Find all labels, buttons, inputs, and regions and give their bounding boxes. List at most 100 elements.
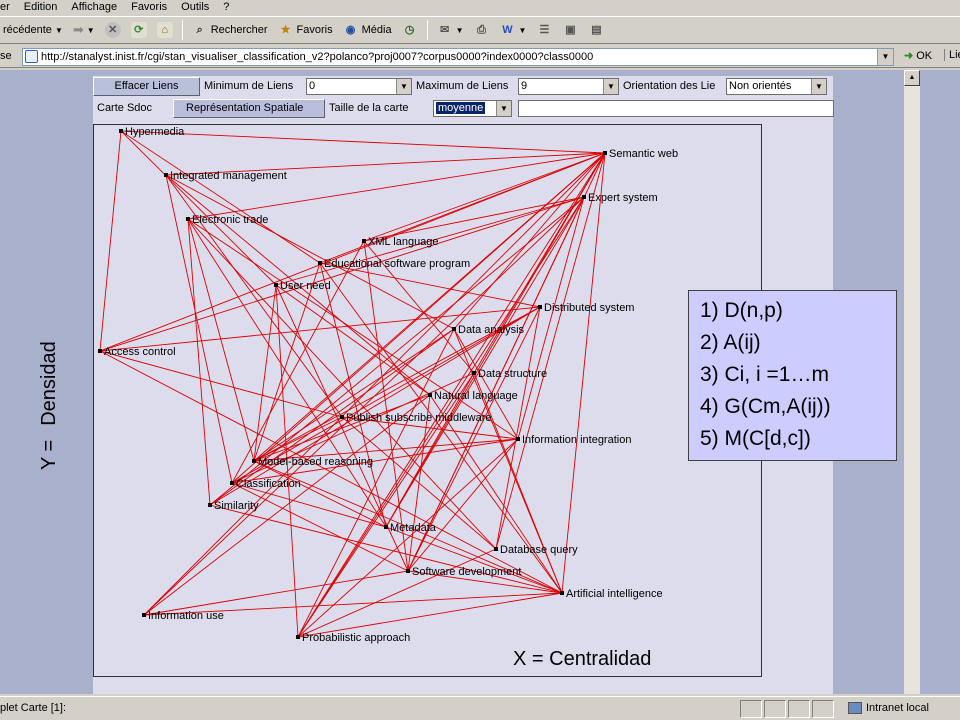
back-label: récédente	[3, 24, 52, 36]
node-label-data_structure[interactable]: Data structure	[478, 368, 547, 380]
node-marker-model_based_reasoning[interactable]	[252, 459, 256, 463]
node-marker-metadata[interactable]	[384, 525, 388, 529]
search-button[interactable]: ⌕ Rechercher	[189, 19, 271, 41]
min-links-select[interactable]: 0 ▼	[306, 77, 412, 95]
scroll-up-button[interactable]: ▲	[904, 70, 920, 86]
node-label-semantic_web[interactable]: Semantic web	[609, 148, 678, 160]
discuss-button[interactable]: ☰	[533, 19, 555, 41]
menu-item-help[interactable]: ?	[223, 1, 230, 13]
node-marker-user_need[interactable]	[274, 283, 278, 287]
history-button[interactable]: ◷	[399, 19, 421, 41]
node-marker-publish_subscribe_middleware[interactable]	[340, 415, 344, 419]
node-marker-expert_system[interactable]	[582, 195, 586, 199]
edge-access_control-semantic_web	[99, 152, 606, 352]
address-input[interactable]: http://stanalyst.inist.fr/cgi/stan_visua…	[22, 48, 894, 66]
menu-item-edit[interactable]: Edition	[23, 1, 58, 13]
node-label-educational_software_program[interactable]: Educational software program	[324, 258, 470, 270]
node-marker-integrated_management[interactable]	[164, 173, 168, 177]
node-label-similarity[interactable]: Similarity	[214, 500, 259, 512]
research-button[interactable]: ▤	[585, 19, 607, 41]
node-marker-access_control[interactable]	[98, 349, 102, 353]
node-marker-database_query[interactable]	[494, 547, 498, 551]
go-button[interactable]: ➜ OK	[904, 49, 932, 63]
node-marker-information_integration[interactable]	[516, 437, 520, 441]
edge-electronic_trade-similarity	[187, 218, 211, 506]
node-label-probabilistic_approach[interactable]: Probabilistic approach	[302, 632, 410, 644]
media-label: Média	[361, 24, 392, 36]
menu-item-file[interactable]: er	[0, 1, 10, 13]
node-label-model_based_reasoning[interactable]: Model-based reasoning	[258, 456, 373, 468]
home-button[interactable]: ⌂	[154, 19, 176, 41]
node-label-metadata[interactable]: Metadata	[390, 522, 437, 534]
node-marker-similarity[interactable]	[208, 503, 212, 507]
node-marker-data_structure[interactable]	[472, 371, 476, 375]
max-links-select[interactable]: 9 ▼	[518, 77, 619, 95]
node-label-information_integration[interactable]: Information integration	[522, 434, 631, 446]
print-button[interactable]: ⎙	[471, 19, 493, 41]
menu-item-view[interactable]: Affichage	[71, 1, 118, 13]
node-marker-hypermedia[interactable]	[119, 129, 123, 133]
vertical-scrollbar[interactable]: ▲	[904, 70, 920, 694]
media-button[interactable]: ◉ Média	[340, 19, 395, 41]
node-label-software_development[interactable]: Software development	[412, 566, 521, 578]
map-size-dropdown-icon[interactable]: ▼	[496, 100, 511, 116]
tab-representation-spatiale[interactable]: Représentation Spatiale	[173, 98, 325, 118]
menu-item-tools[interactable]: Outils	[181, 1, 210, 13]
min-links-dropdown-icon[interactable]: ▼	[396, 78, 411, 94]
node-label-information_use[interactable]: Information use	[148, 610, 224, 622]
edge-probabilistic_approach-artificial_intelligence	[297, 592, 563, 638]
clear-links-button[interactable]: Effacer Liens	[93, 76, 200, 96]
node-label-integrated_management[interactable]: Integrated management	[170, 170, 287, 182]
node-marker-xml_language[interactable]	[362, 239, 366, 243]
print-icon: ⎙	[477, 24, 486, 36]
refresh-button[interactable]: ⟳	[128, 19, 150, 41]
node-label-hypermedia[interactable]: Hypermedia	[125, 126, 185, 138]
node-label-distributed_system[interactable]: Distributed system	[544, 302, 634, 314]
forward-button[interactable]: ➡ ▼	[70, 19, 98, 41]
node-label-database_query[interactable]: Database query	[500, 544, 578, 556]
back-button[interactable]: récédente ▼	[0, 19, 66, 41]
back-dropdown-icon[interactable]: ▼	[54, 25, 63, 35]
map-size-select[interactable]: moyenne ▼	[433, 99, 512, 117]
map-text-field[interactable]	[518, 99, 834, 117]
node-marker-information_use[interactable]	[142, 613, 146, 617]
node-label-data_analysis[interactable]: Data analysis	[458, 324, 525, 336]
node-marker-educational_software_program[interactable]	[318, 261, 322, 265]
orientation-select[interactable]: Non orientés ▼	[726, 77, 827, 95]
node-label-electronic_trade[interactable]: Electronic trade	[192, 214, 268, 226]
node-label-classification[interactable]: Classification	[236, 478, 301, 490]
node-marker-classification[interactable]	[230, 481, 234, 485]
node-marker-data_analysis[interactable]	[452, 327, 456, 331]
max-links-dropdown-icon[interactable]: ▼	[603, 78, 618, 94]
tab-carte-sdoc[interactable]: Carte Sdoc	[97, 101, 153, 114]
stop-button[interactable]: ✕	[102, 19, 124, 41]
node-label-xml_language[interactable]: XML language	[368, 236, 439, 248]
orientation-dropdown-icon[interactable]: ▼	[811, 78, 826, 94]
node-marker-software_development[interactable]	[406, 569, 410, 573]
links-button[interactable]: Lie	[944, 49, 960, 61]
node-label-natural_language[interactable]: Natural language	[434, 390, 518, 402]
edge-distributed_system-similarity	[209, 306, 541, 506]
edge-classification-software_development	[231, 482, 409, 572]
edit-button[interactable]: W ▼	[497, 19, 530, 41]
node-marker-natural_language[interactable]	[428, 393, 432, 397]
node-label-expert_system[interactable]: Expert system	[588, 192, 658, 204]
mail-button[interactable]: ✉ ▼	[434, 19, 467, 41]
node-label-access_control[interactable]: Access control	[104, 346, 176, 358]
node-marker-electronic_trade[interactable]	[186, 217, 190, 221]
menu-item-favorites[interactable]: Favoris	[131, 1, 168, 13]
node-marker-distributed_system[interactable]	[538, 305, 542, 309]
edge-integrated_management-natural_language	[165, 174, 431, 396]
edge-information_integration-probabilistic_approach	[297, 438, 519, 638]
address-dropdown-icon[interactable]: ▼	[877, 49, 893, 65]
node-label-publish_subscribe_middleware[interactable]: Publish subscribe middleware	[346, 412, 492, 424]
node-marker-semantic_web[interactable]	[603, 151, 607, 155]
messenger-button[interactable]: ▣	[559, 19, 581, 41]
node-label-artificial_intelligence[interactable]: Artificial intelligence	[566, 588, 663, 600]
node-marker-probabilistic_approach[interactable]	[296, 635, 300, 639]
toolbar-separator	[181, 20, 183, 40]
node-marker-artificial_intelligence[interactable]	[560, 591, 564, 595]
node-label-user_need[interactable]: User need	[280, 280, 331, 292]
favorites-button[interactable]: ★ Favoris	[275, 19, 336, 41]
